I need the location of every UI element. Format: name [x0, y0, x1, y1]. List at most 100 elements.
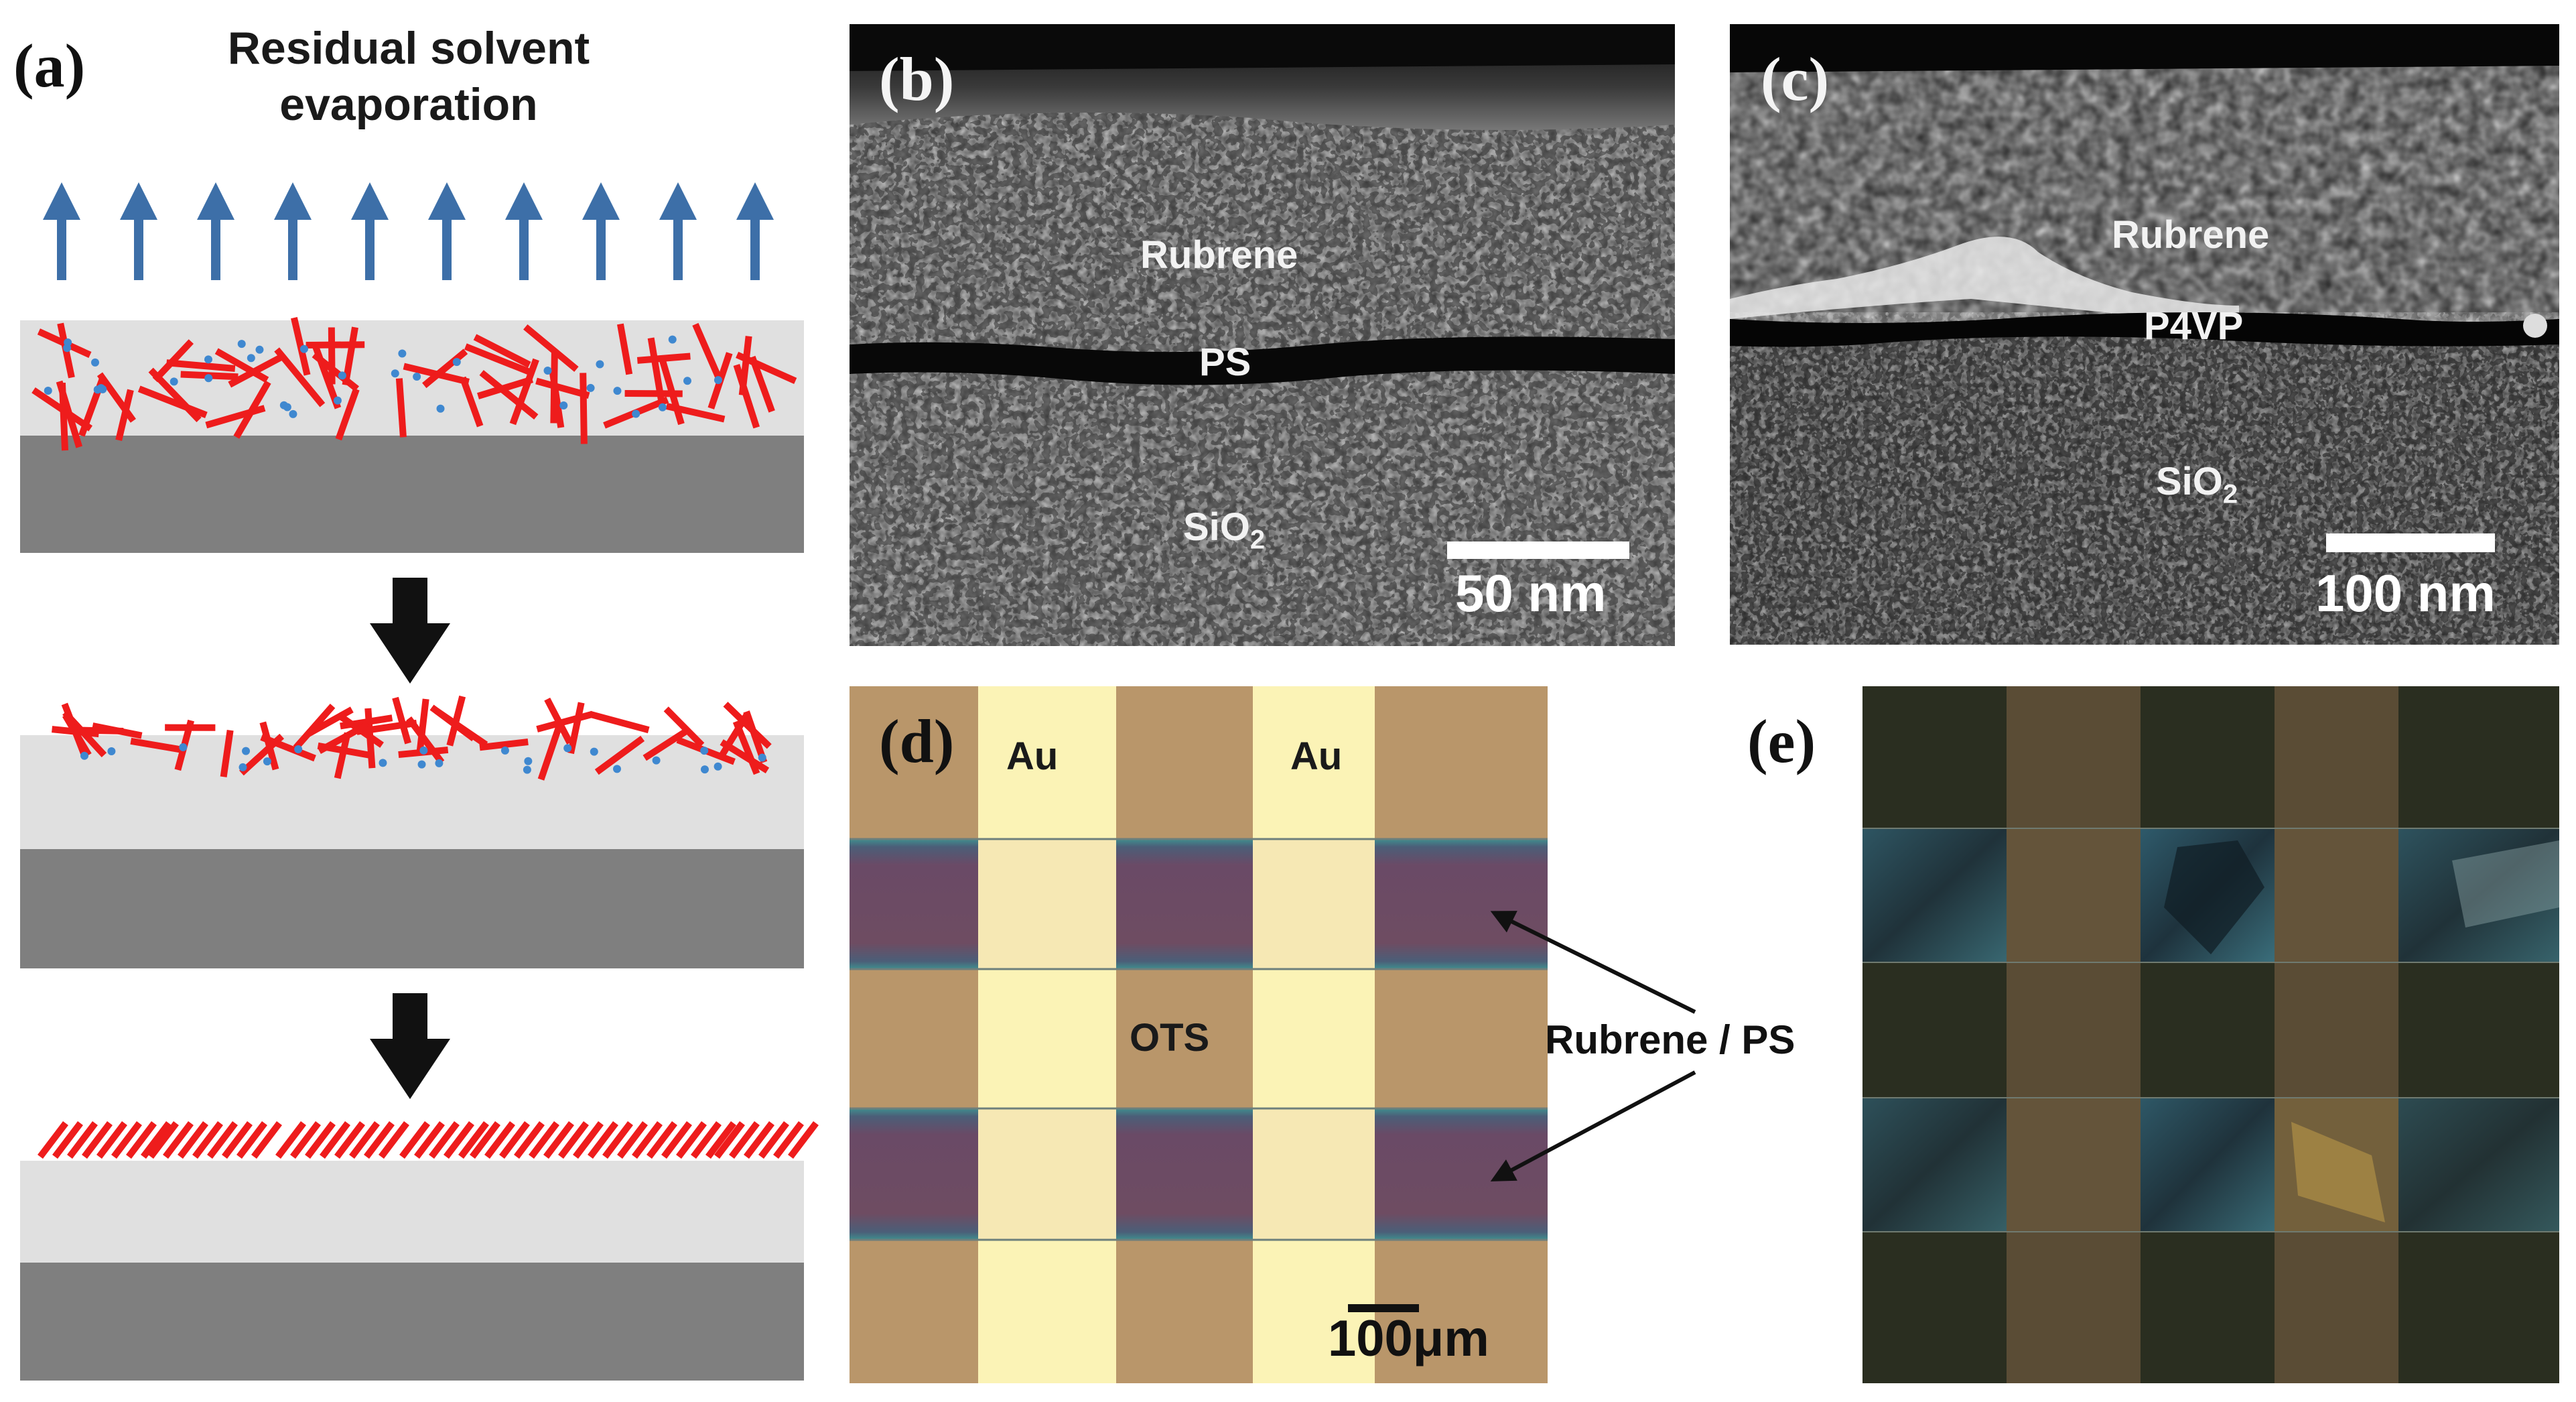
- rubrene-molecule: [260, 734, 316, 762]
- solvent-dot: [263, 757, 271, 766]
- panel-d-scale-text: 100μm: [1328, 1310, 1489, 1367]
- panel-a-schematic: [20, 182, 819, 1381]
- solvent-dot: [239, 763, 247, 771]
- rubrene-molecule: [459, 376, 484, 428]
- solvent-dot: [333, 396, 342, 405]
- solvent-dot: [204, 374, 213, 383]
- solvent-dot: [559, 401, 568, 409]
- solvent-dot: [714, 376, 722, 385]
- rubrene-molecule: [356, 719, 417, 735]
- solvent-dot: [436, 404, 445, 413]
- solvent-dot: [279, 401, 288, 409]
- aligned-rubrene-molecule: [714, 1121, 745, 1159]
- solvent-dot: [179, 743, 188, 752]
- panel-d-micrograph: [850, 686, 1548, 1383]
- rubrene-molecule: [416, 698, 429, 755]
- aligned-rubrene-molecule: [379, 1121, 409, 1159]
- aligned-rubrene-molecule: [691, 1121, 722, 1159]
- rubrene-molecule: [692, 322, 724, 383]
- aligned-rubrene-molecule: [543, 1121, 574, 1159]
- solvent-dot: [700, 765, 709, 774]
- rubrene-molecule: [335, 388, 360, 441]
- aligned-rubrene-molecule: [222, 1121, 253, 1159]
- panel-b-letter: (b): [879, 45, 955, 113]
- aligned-rubrene-molecule: [251, 1121, 282, 1159]
- aligned-rubrene-molecule: [38, 1121, 68, 1159]
- aligned-rubrene-molecule: [499, 1121, 530, 1159]
- rubrene-molecule: [479, 370, 539, 420]
- aligned-rubrene-molecule: [275, 1121, 306, 1159]
- aligned-rubrene-molecule: [320, 1121, 350, 1159]
- rubrene-molecule: [293, 704, 336, 751]
- rubrene-molecule: [658, 355, 685, 426]
- panel-b-sio2-sub: 2: [1249, 525, 1266, 555]
- panel-d-label-au-right: Au: [1290, 735, 1343, 778]
- aligned-rubrene-molecule: [429, 1121, 460, 1159]
- solvent-dot: [658, 403, 667, 411]
- rubrene-molecule: [92, 722, 143, 739]
- aligned-rubrene-molecule: [111, 1121, 142, 1159]
- solvent-dot: [242, 747, 251, 755]
- solvent-dot: [563, 744, 572, 753]
- panel-c-scale-bar: [2326, 533, 2495, 552]
- panel-a-letter: (a): [13, 31, 86, 100]
- rubrene-molecule: [395, 378, 407, 438]
- aligned-rubrene-molecule: [705, 1121, 736, 1159]
- rubrene-molecule: [429, 704, 476, 742]
- panel-c-sio2-sub: 2: [2222, 479, 2238, 509]
- rubrene-molecule: [291, 316, 311, 376]
- solvent-dot: [255, 345, 264, 354]
- aligned-rubrene-molecule: [744, 1121, 774, 1159]
- solvent-dot: [419, 746, 428, 755]
- solvent-dot: [613, 765, 621, 773]
- rubrene-molecule: [549, 368, 565, 428]
- rubrene-molecule: [205, 405, 266, 429]
- panel-b-label-rubrene: Rubrene: [1140, 233, 1298, 277]
- solvent-dot: [91, 358, 100, 367]
- solvent-dot: [413, 373, 421, 381]
- solvent-dot: [700, 747, 709, 755]
- aligned-rubrene-molecule: [207, 1121, 238, 1159]
- solvent-dot: [500, 746, 509, 755]
- aligned-rubrene-molecule: [290, 1121, 321, 1159]
- aligned-rubrene-molecule: [305, 1121, 336, 1159]
- solvent-dot: [590, 747, 598, 756]
- solvent-dot: [299, 344, 308, 353]
- aligned-rubrene-molecule: [236, 1121, 267, 1159]
- rubrene-molecule: [274, 347, 326, 407]
- rubrene-molecule: [580, 373, 588, 444]
- panel-c-scale-text: 100 nm: [2315, 564, 2496, 623]
- panel-c-label-sio2: SiO2: [2156, 462, 2238, 508]
- panel-b-scale-bar: [1447, 541, 1629, 559]
- aligned-rubrene-molecule: [178, 1121, 208, 1159]
- solvent-dot: [668, 335, 677, 344]
- rubrene-molecule: [137, 385, 208, 419]
- aligned-rubrene-molecule: [588, 1121, 618, 1159]
- panel-b-label-sio2: SiO2: [1183, 508, 1265, 554]
- aligned-rubrene-molecule: [617, 1121, 648, 1159]
- aligned-rubrene-molecule: [514, 1121, 545, 1159]
- panel-e-micrograph: [1862, 686, 2559, 1383]
- stage2-molecules: [52, 695, 772, 781]
- panel-a-title-line2: evaporation: [279, 79, 538, 130]
- solvent-dot: [338, 371, 346, 380]
- aligned-rubrene-molecule: [647, 1121, 677, 1159]
- panel-c-label-rubrene: Rubrene: [2112, 213, 2270, 257]
- rubrene-molecule: [479, 739, 529, 751]
- solvent-dot: [435, 759, 444, 767]
- aligned-rubrene-molecule: [788, 1121, 819, 1159]
- rubrene-molecule: [473, 334, 531, 368]
- solvent-dot: [64, 338, 72, 346]
- stage2-substrate: [20, 849, 804, 968]
- solvent-dot: [632, 409, 640, 418]
- rubrene-molecule: [663, 706, 705, 748]
- aligned-rubrene-molecule: [676, 1121, 707, 1159]
- rubrene-molecule: [364, 708, 376, 769]
- solvent-dot: [652, 756, 661, 765]
- aligned-rubrene-molecule: [529, 1121, 559, 1159]
- rubrene-molecule: [616, 323, 633, 375]
- rubrene-molecule: [594, 735, 645, 775]
- aligned-rubrene-molecule: [67, 1121, 98, 1159]
- aligned-rubrene-molecule: [52, 1121, 83, 1159]
- rubrene-molecule: [166, 359, 236, 372]
